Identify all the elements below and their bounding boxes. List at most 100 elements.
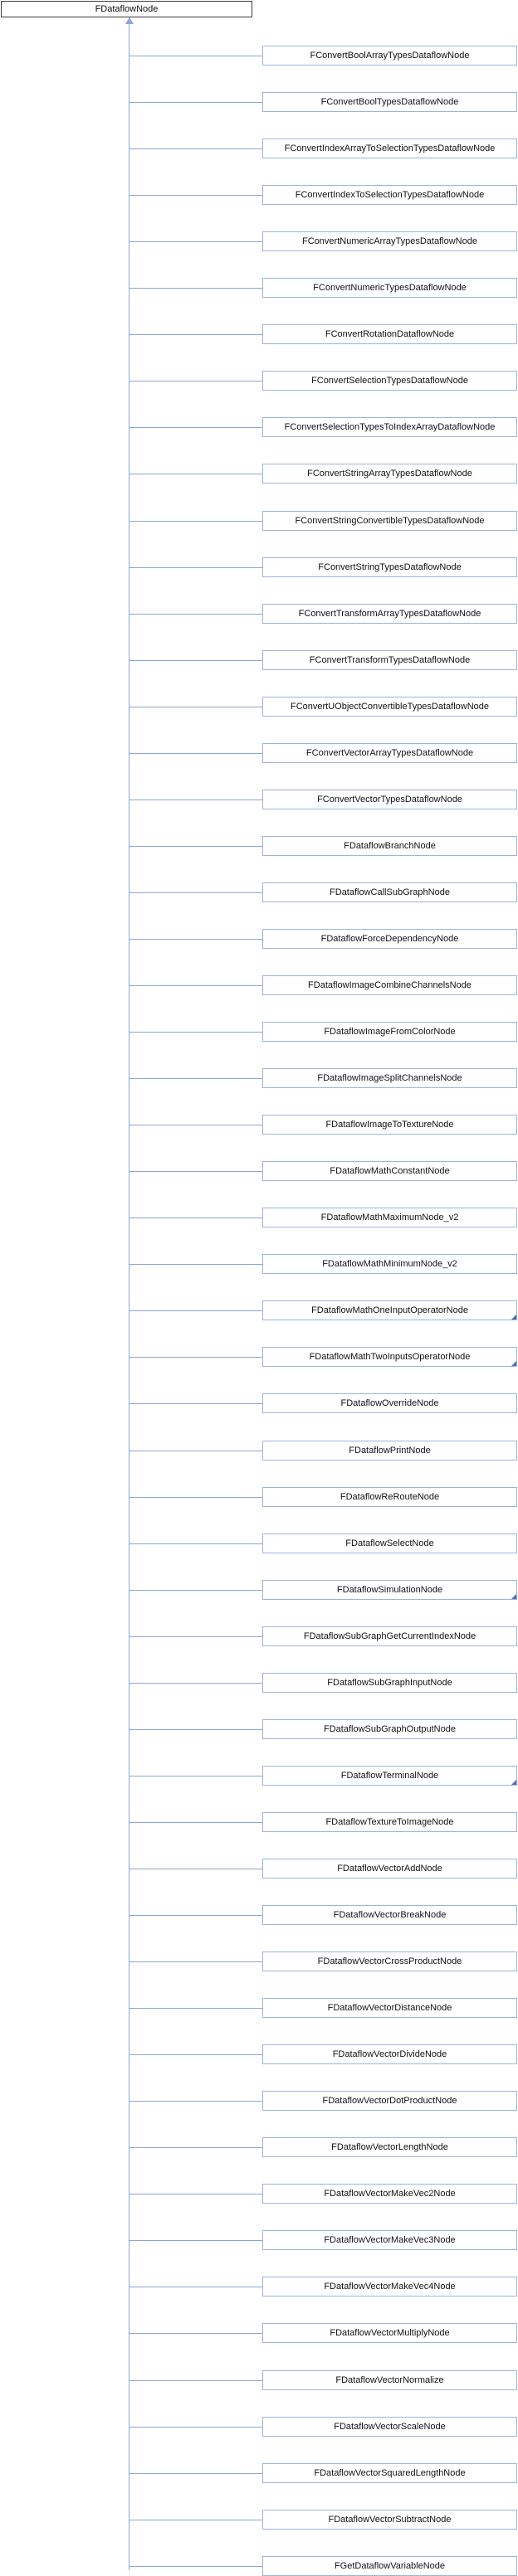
- truncated-subclasses-icon: [511, 1361, 516, 1366]
- derived-class-node[interactable]: FDataflowVectorMakeVec4Node: [262, 2277, 517, 2297]
- inheritance-branch-line: [130, 2240, 262, 2241]
- derived-class-node[interactable]: FDataflowMathConstantNode: [262, 1161, 517, 1181]
- root-class-node[interactable]: FDataflowNode: [1, 1, 252, 17]
- derived-class-node[interactable]: FConvertBoolArrayTypesDataflowNode: [262, 46, 517, 66]
- derived-class-node[interactable]: FConvertRotationDataflowNode: [262, 324, 517, 344]
- inheritance-branch-line: [130, 1403, 262, 1404]
- derived-class-node[interactable]: FDataflowVectorSquaredLengthNode: [262, 2463, 517, 2483]
- derived-class-node[interactable]: FDataflowVectorMakeVec2Node: [262, 2184, 517, 2204]
- derived-class-row: FDataflowTerminalNode: [0, 1766, 518, 1786]
- derived-class-row: FDataflowVectorLengthNode: [0, 2137, 518, 2157]
- inheritance-branch-line: [130, 1729, 262, 1730]
- derived-class-row: FDataflowImageToTextureNode: [0, 1115, 518, 1135]
- derived-class-node[interactable]: FDataflowTerminalNode: [262, 1766, 517, 1786]
- derived-class-row: FDataflowReRouteNode: [0, 1487, 518, 1507]
- derived-class-row: FDataflowMathMinimumNode_v2: [0, 1254, 518, 1274]
- inheritance-branch-line: [130, 102, 262, 103]
- derived-class-row: FDataflowMathOneInputOperatorNode: [0, 1300, 518, 1320]
- derived-class-node[interactable]: FDataflowVectorBreakNode: [262, 1905, 517, 1925]
- derived-class-node[interactable]: FDataflowPrintNode: [262, 1441, 517, 1461]
- derived-class-node[interactable]: FDataflowImageFromColorNode: [262, 1022, 517, 1042]
- derived-class-row: FDataflowVectorSquaredLengthNode: [0, 2463, 518, 2483]
- derived-class-node[interactable]: FConvertIndexToSelectionTypesDataflowNod…: [262, 185, 517, 205]
- inheritance-branch-line: [130, 2147, 262, 2148]
- derived-class-row: FConvertRotationDataflowNode: [0, 324, 518, 344]
- inheritance-branch-line: [130, 1032, 262, 1033]
- inheritance-branch-line: [130, 195, 262, 196]
- derived-class-node[interactable]: FConvertVectorTypesDataflowNode: [262, 790, 517, 809]
- derived-class-node[interactable]: FDataflowVectorCrossProductNode: [262, 1951, 517, 1971]
- derived-class-node[interactable]: FDataflowVectorDotProductNode: [262, 2091, 517, 2111]
- derived-class-node[interactable]: FConvertNumericArrayTypesDataflowNode: [262, 231, 517, 251]
- derived-class-node[interactable]: FDataflowImageSplitChannelsNode: [262, 1068, 517, 1088]
- derived-class-node[interactable]: FConvertBoolTypesDataflowNode: [262, 92, 517, 112]
- derived-class-row: FDataflowMathConstantNode: [0, 1161, 518, 1181]
- derived-class-row: FConvertIndexToSelectionTypesDataflowNod…: [0, 185, 518, 205]
- derived-class-node[interactable]: FDataflowVectorNormalize: [262, 2370, 517, 2390]
- derived-class-node[interactable]: FDataflowSimulationNode: [262, 1580, 517, 1600]
- derived-class-node[interactable]: FDataflowSubGraphOutputNode: [262, 1719, 517, 1739]
- inheritance-branch-line: [130, 846, 262, 847]
- derived-class-row: FDataflowImageSplitChannelsNode: [0, 1068, 518, 1088]
- inheritance-branch-line: [130, 1915, 262, 1916]
- derived-class-node[interactable]: FDataflowForceDependencyNode: [262, 929, 517, 949]
- derived-class-row: FConvertVectorTypesDataflowNode: [0, 790, 518, 809]
- derived-class-node[interactable]: FDataflowMathMaximumNode_v2: [262, 1208, 517, 1227]
- derived-class-node[interactable]: FConvertUObjectConvertibleTypesDataflowN…: [262, 697, 517, 717]
- derived-class-node[interactable]: FDataflowBranchNode: [262, 836, 517, 856]
- derived-class-node[interactable]: FDataflowReRouteNode: [262, 1487, 517, 1507]
- inheritance-branch-line: [130, 1171, 262, 1172]
- inheritance-trunk-line: [129, 17, 130, 2570]
- derived-class-node[interactable]: FDataflowVectorScaleNode: [262, 2417, 517, 2437]
- derived-class-row: FGetDataflowVariableNode: [0, 2556, 518, 2576]
- derived-class-row: FConvertUObjectConvertibleTypesDataflowN…: [0, 697, 518, 717]
- inheritance-branch-line: [130, 1357, 262, 1358]
- derived-class-node[interactable]: FConvertStringArrayTypesDataflowNode: [262, 464, 517, 484]
- derived-class-row: FDataflowVectorMultiplyNode: [0, 2323, 518, 2343]
- derived-class-node[interactable]: FConvertStringConvertibleTypesDataflowNo…: [262, 511, 517, 531]
- derived-class-node[interactable]: FDataflowSubGraphInputNode: [262, 1673, 517, 1693]
- derived-class-node[interactable]: FDataflowVectorDivideNode: [262, 2044, 517, 2064]
- derived-class-row: FDataflowVectorMakeVec2Node: [0, 2184, 518, 2204]
- inheritance-branch-line: [130, 1590, 262, 1591]
- derived-class-node[interactable]: FDataflowMathMinimumNode_v2: [262, 1254, 517, 1274]
- derived-class-node[interactable]: FDataflowImageCombineChannelsNode: [262, 975, 517, 995]
- derived-class-node[interactable]: FConvertTransformArrayTypesDataflowNode: [262, 604, 517, 624]
- derived-class-node[interactable]: FConvertSelectionTypesDataflowNode: [262, 371, 517, 391]
- derived-class-row: FConvertStringConvertibleTypesDataflowNo…: [0, 511, 518, 531]
- derived-class-row: FDataflowVectorSubtractNode: [0, 2510, 518, 2530]
- derived-class-node[interactable]: FDataflowVectorAddNode: [262, 1859, 517, 1879]
- derived-class-row: FDataflowSubGraphInputNode: [0, 1673, 518, 1693]
- derived-class-row: FDataflowSimulationNode: [0, 1580, 518, 1600]
- derived-class-node[interactable]: FDataflowVectorMultiplyNode: [262, 2323, 517, 2343]
- derived-class-node[interactable]: FDataflowTextureToImageNode: [262, 1812, 517, 1832]
- derived-class-node[interactable]: FConvertTransformTypesDataflowNode: [262, 650, 517, 670]
- derived-class-node[interactable]: FDataflowVectorSubtractNode: [262, 2510, 517, 2530]
- derived-class-row: FConvertTransformArrayTypesDataflowNode: [0, 604, 518, 624]
- inheritance-branch-line: [130, 2054, 262, 2055]
- derived-class-node[interactable]: FConvertVectorArrayTypesDataflowNode: [262, 743, 517, 763]
- derived-class-node[interactable]: FConvertIndexArrayToSelectionTypesDatafl…: [262, 139, 517, 158]
- derived-class-node[interactable]: FDataflowVectorDistanceNode: [262, 1998, 517, 2018]
- derived-class-node[interactable]: FDataflowVectorMakeVec3Node: [262, 2230, 517, 2250]
- derived-class-row: FDataflowVectorDotProductNode: [0, 2091, 518, 2111]
- derived-class-row: FConvertVectorArrayTypesDataflowNode: [0, 743, 518, 763]
- derived-class-node[interactable]: FConvertNumericTypesDataflowNode: [262, 278, 517, 298]
- derived-class-node[interactable]: FConvertSelectionTypesToIndexArrayDatafl…: [262, 417, 517, 437]
- inheritance-arrow-icon: [125, 17, 134, 24]
- derived-class-node[interactable]: FGetDataflowVariableNode: [262, 2556, 517, 2576]
- derived-class-node[interactable]: FConvertStringTypesDataflowNode: [262, 557, 517, 577]
- inheritance-branch-line: [130, 1497, 262, 1498]
- derived-class-node[interactable]: FDataflowCallSubGraphNode: [262, 882, 517, 902]
- derived-class-row: FConvertBoolTypesDataflowNode: [0, 92, 518, 112]
- derived-class-row: FDataflowVectorScaleNode: [0, 2417, 518, 2437]
- derived-class-node[interactable]: FDataflowSelectNode: [262, 1533, 517, 1553]
- derived-class-node[interactable]: FDataflowMathTwoInputsOperatorNode: [262, 1347, 517, 1367]
- derived-class-node[interactable]: FDataflowImageToTextureNode: [262, 1115, 517, 1135]
- derived-class-node[interactable]: FDataflowVectorLengthNode: [262, 2137, 517, 2157]
- inheritance-branch-line: [130, 2566, 262, 2567]
- derived-class-node[interactable]: FDataflowOverrideNode: [262, 1393, 517, 1413]
- derived-class-node[interactable]: FDataflowMathOneInputOperatorNode: [262, 1300, 517, 1320]
- inheritance-branch-line: [130, 1078, 262, 1079]
- derived-class-node[interactable]: FDataflowSubGraphGetCurrentIndexNode: [262, 1626, 517, 1646]
